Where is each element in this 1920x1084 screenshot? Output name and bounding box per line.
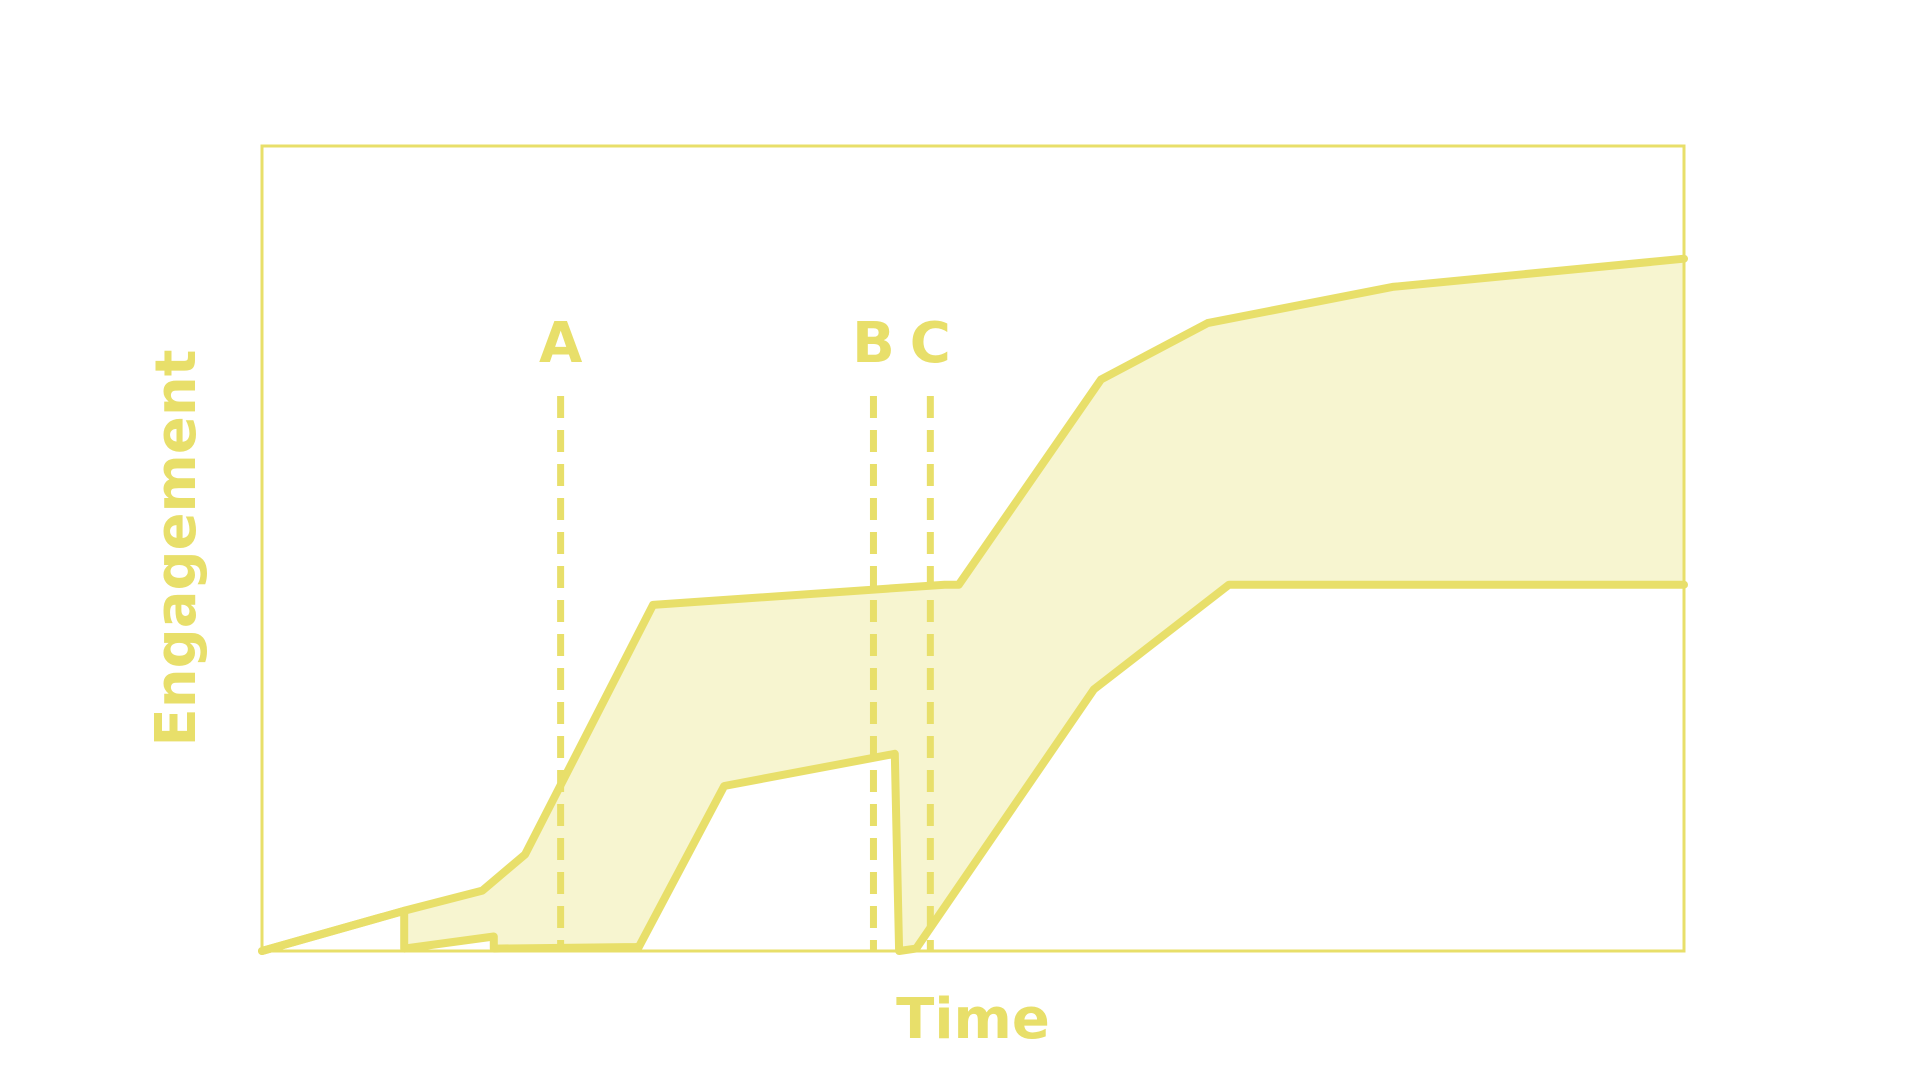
annotation-label-b: B (852, 311, 895, 376)
engagement-band-fill (262, 258, 1684, 951)
x-axis-label: Time (896, 987, 1050, 1052)
annotation-label-a: A (539, 311, 583, 376)
annotation-label-c: C (910, 311, 951, 376)
plot-frame (260, 144, 1686, 953)
lower-series-line (258, 580, 1688, 955)
upper-series-line (258, 254, 1688, 955)
y-axis-label: Engagement (144, 349, 209, 746)
